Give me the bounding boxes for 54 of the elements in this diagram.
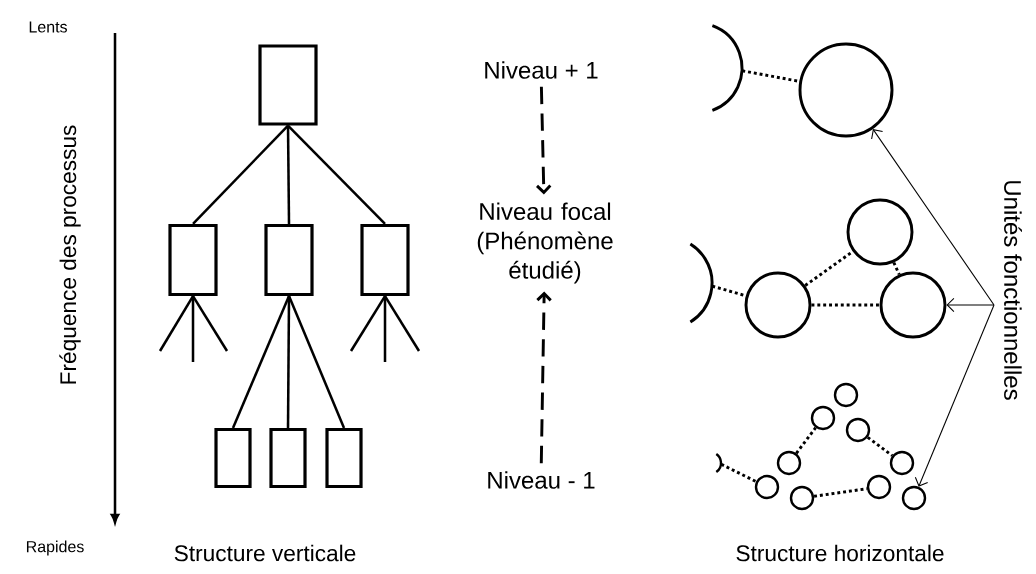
callout-label: Unités fonctionnelles [1004, 181, 1022, 400]
unit-circle [754, 474, 780, 500]
unit-circle [889, 450, 915, 476]
dotted-link [866, 436, 894, 457]
leader-line [946, 297, 995, 313]
dotted-link [720, 462, 757, 483]
unit-circle [833, 382, 859, 408]
branch-stub [383, 296, 387, 362]
leader-line [871, 129, 995, 306]
hierarchy-box [258, 44, 318, 126]
hierarchy-box [269, 427, 307, 489]
branch-stub [191, 296, 195, 362]
level-label: Niveau + 1 [485, 61, 598, 79]
unit-circle [776, 450, 802, 476]
axis-title: Fréquence des processus [59, 125, 81, 384]
hierarchy-box [325, 427, 363, 489]
branch-stub [349, 295, 387, 352]
connector [287, 124, 386, 225]
dotted-link [742, 69, 800, 83]
hierarchy-box [214, 427, 252, 489]
connector [286, 296, 291, 428]
dotted-link [795, 426, 817, 455]
unit-circle [845, 417, 871, 443]
dotted-link [813, 487, 868, 498]
unit-circle [789, 485, 815, 511]
unit-circle [798, 42, 894, 138]
hierarchy-box [264, 223, 314, 297]
dashed-arrow [536, 86, 552, 195]
scale-label: Lents [29, 21, 67, 33]
level-label: Niveau - 1 [488, 471, 595, 489]
hierarchy-box [168, 223, 218, 297]
scale-label: Rapides [27, 540, 84, 556]
unit-circle [901, 485, 927, 511]
unit-circle [879, 271, 947, 339]
unit-circle [866, 474, 892, 500]
connector [231, 295, 291, 429]
branch-stub [191, 295, 229, 352]
leader-line [914, 304, 995, 487]
unit-circle [810, 405, 836, 431]
hierarchy-box [360, 223, 410, 297]
dotted-link [892, 261, 901, 276]
panel-title: Structure verticale [174, 544, 356, 562]
dotted-link [804, 250, 854, 287]
branch-stub [158, 295, 195, 352]
connector [287, 295, 346, 429]
level-label: Niveau focal (Phénomène étudié) [477, 202, 613, 284]
connector [286, 125, 291, 224]
unit-circle [744, 271, 812, 339]
branch-stub [383, 295, 421, 352]
dotted-link [811, 303, 880, 307]
unit-circle [846, 198, 914, 266]
panel-title: Structure horizontale [736, 544, 944, 562]
connector [192, 124, 289, 225]
dashed-arrow [536, 291, 552, 464]
